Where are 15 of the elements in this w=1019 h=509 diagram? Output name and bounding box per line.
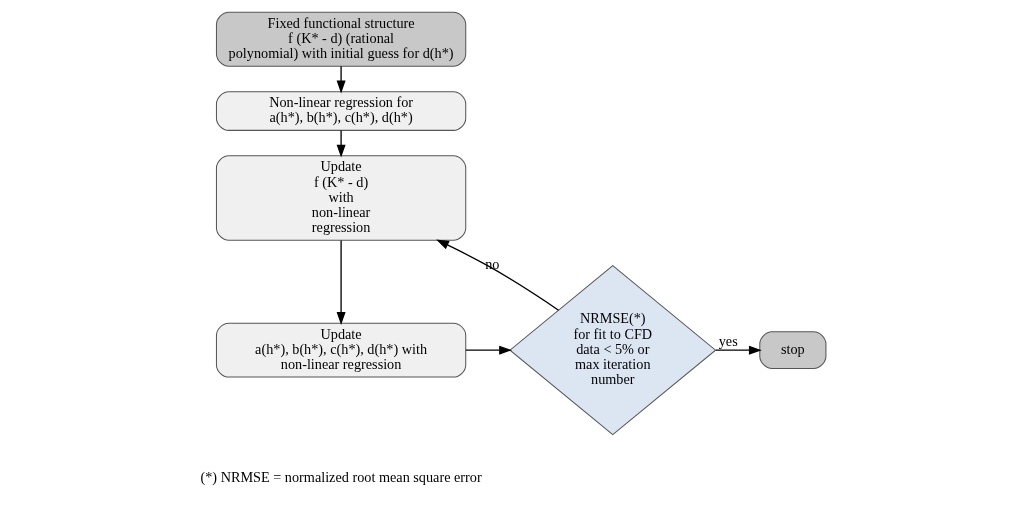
node-box: Update a(h*), b(h*), c(h*), d(h*) with non-linear regression: [215, 322, 466, 378]
node-box: Update f (K* - d) with non-linear regression: [215, 155, 466, 241]
arrow: [464, 345, 512, 355]
node-box: stop: [758, 331, 826, 369]
label: (*) NRMSE = normalized root mean square error: [200, 469, 482, 486]
arrow: [336, 65, 346, 94]
node-box: Non-linear regression for a(h*), b(h*), c(h*), d(h*): [215, 91, 466, 131]
node-box: Fixed functional structure f (K* - d) (rational polynomial) with initial guess for d(h*): [215, 11, 466, 67]
edge-label: no: [484, 255, 499, 272]
edge-label: yes: [718, 333, 738, 350]
node-diamond: NRMSE(*) for fit to CFD data < 5% or max iteration number: [508, 265, 716, 436]
arrow: [714, 345, 762, 355]
arrow: [336, 239, 346, 325]
arrow: [435, 239, 559, 311]
arrow: [336, 129, 346, 158]
